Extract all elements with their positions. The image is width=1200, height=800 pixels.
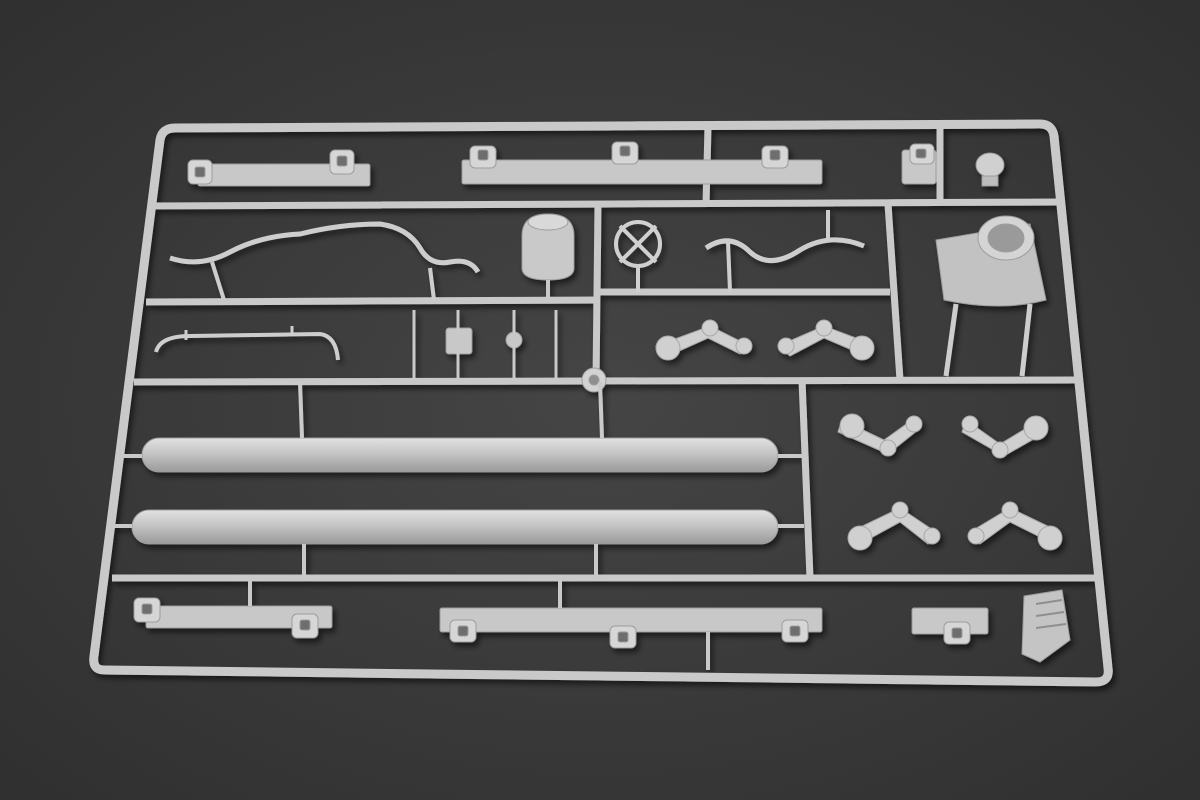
bracket-bottom-left bbox=[133, 578, 333, 639]
bracket-bottom-middle bbox=[439, 578, 823, 670]
small-rail-left bbox=[154, 331, 340, 361]
small-parts-top-right bbox=[901, 143, 1005, 187]
tiny-parts bbox=[412, 310, 558, 380]
outer-frame bbox=[89, 119, 1113, 687]
tube-lower bbox=[114, 509, 804, 578]
tube-upper bbox=[124, 381, 802, 473]
sprue-frame bbox=[89, 119, 1113, 687]
handrail-top-left bbox=[169, 221, 481, 274]
link-arms bbox=[655, 319, 1063, 551]
small-parts-bottom-right bbox=[911, 589, 1071, 663]
dome-part bbox=[521, 213, 575, 300]
bracket-top-left bbox=[187, 149, 371, 187]
cupola-part bbox=[935, 215, 1047, 377]
horizontal-runners bbox=[112, 198, 1098, 582]
wavy-rail bbox=[704, 237, 865, 263]
wheel-part bbox=[614, 220, 662, 292]
bracket-top-middle bbox=[461, 141, 823, 185]
